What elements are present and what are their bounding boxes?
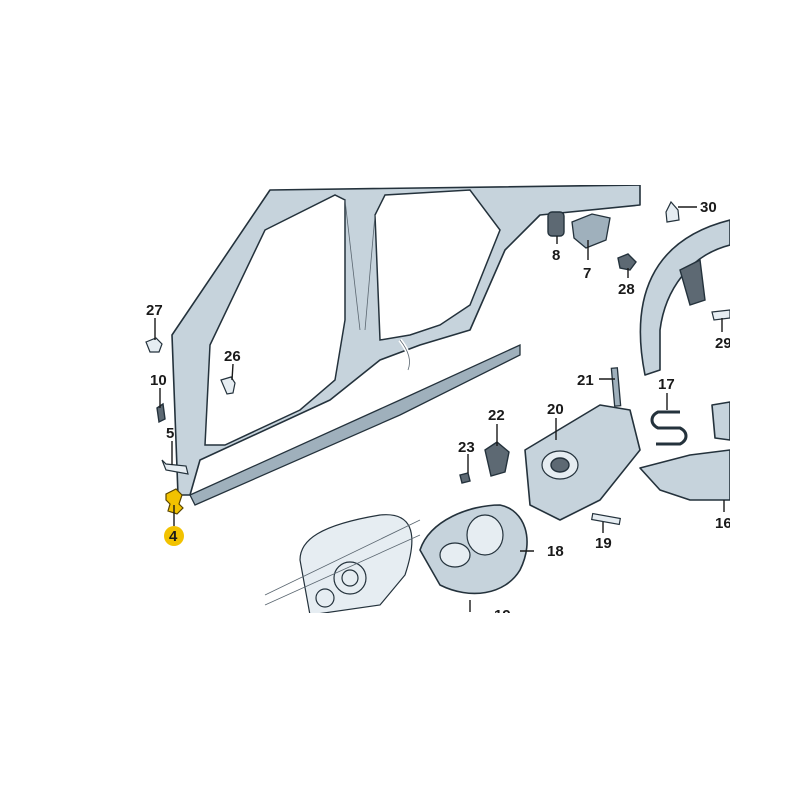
leader-lines: [154, 206, 725, 612]
part-22: [484, 441, 510, 477]
part-18-flap: [419, 504, 528, 595]
part-17-spring: [650, 410, 688, 446]
callout-8: 8: [552, 247, 560, 264]
callout-19-bottom: 19: [494, 607, 511, 624]
callout-30: 30: [700, 199, 717, 216]
part-5: [161, 459, 189, 475]
callout-23: 23: [458, 439, 475, 456]
callout-19: 19: [595, 535, 612, 552]
callout-18: 18: [547, 543, 564, 560]
callout-26: 26: [224, 348, 241, 365]
part-30: [665, 200, 680, 223]
part-4: [165, 488, 184, 515]
part-23: [459, 472, 471, 484]
callout-22: 22: [488, 407, 505, 424]
callout-4: 4: [169, 528, 178, 545]
part-27: [145, 337, 163, 353]
callout-28: 28: [618, 281, 635, 298]
filler-panel: [264, 514, 421, 613]
callout-10: 10: [150, 372, 167, 389]
callout-20: 20: [547, 401, 564, 418]
callout-27: 27: [146, 302, 163, 319]
fuel-filler-housing: [524, 367, 641, 521]
part-28: [617, 253, 637, 271]
part-8: [547, 211, 565, 237]
callout-labels: 27 26 10 5 4 8 7 30 28 29 21 17 22 20 23…: [146, 199, 732, 624]
part-26: [220, 376, 236, 395]
callout-7: 7: [583, 265, 591, 282]
part-10: [156, 402, 166, 424]
part-16: [639, 401, 730, 501]
part-7: [571, 213, 611, 249]
side-panel: [171, 185, 641, 506]
callout-17: 17: [658, 376, 675, 393]
part-19-pin: [590, 512, 622, 526]
callout-16: 16: [715, 515, 732, 532]
callout-5: 5: [166, 425, 174, 442]
wheel-arch-liner: [639, 219, 730, 376]
callout-29: 29: [715, 335, 732, 352]
callout-21: 21: [577, 372, 594, 389]
highlight-marker: [164, 526, 184, 546]
